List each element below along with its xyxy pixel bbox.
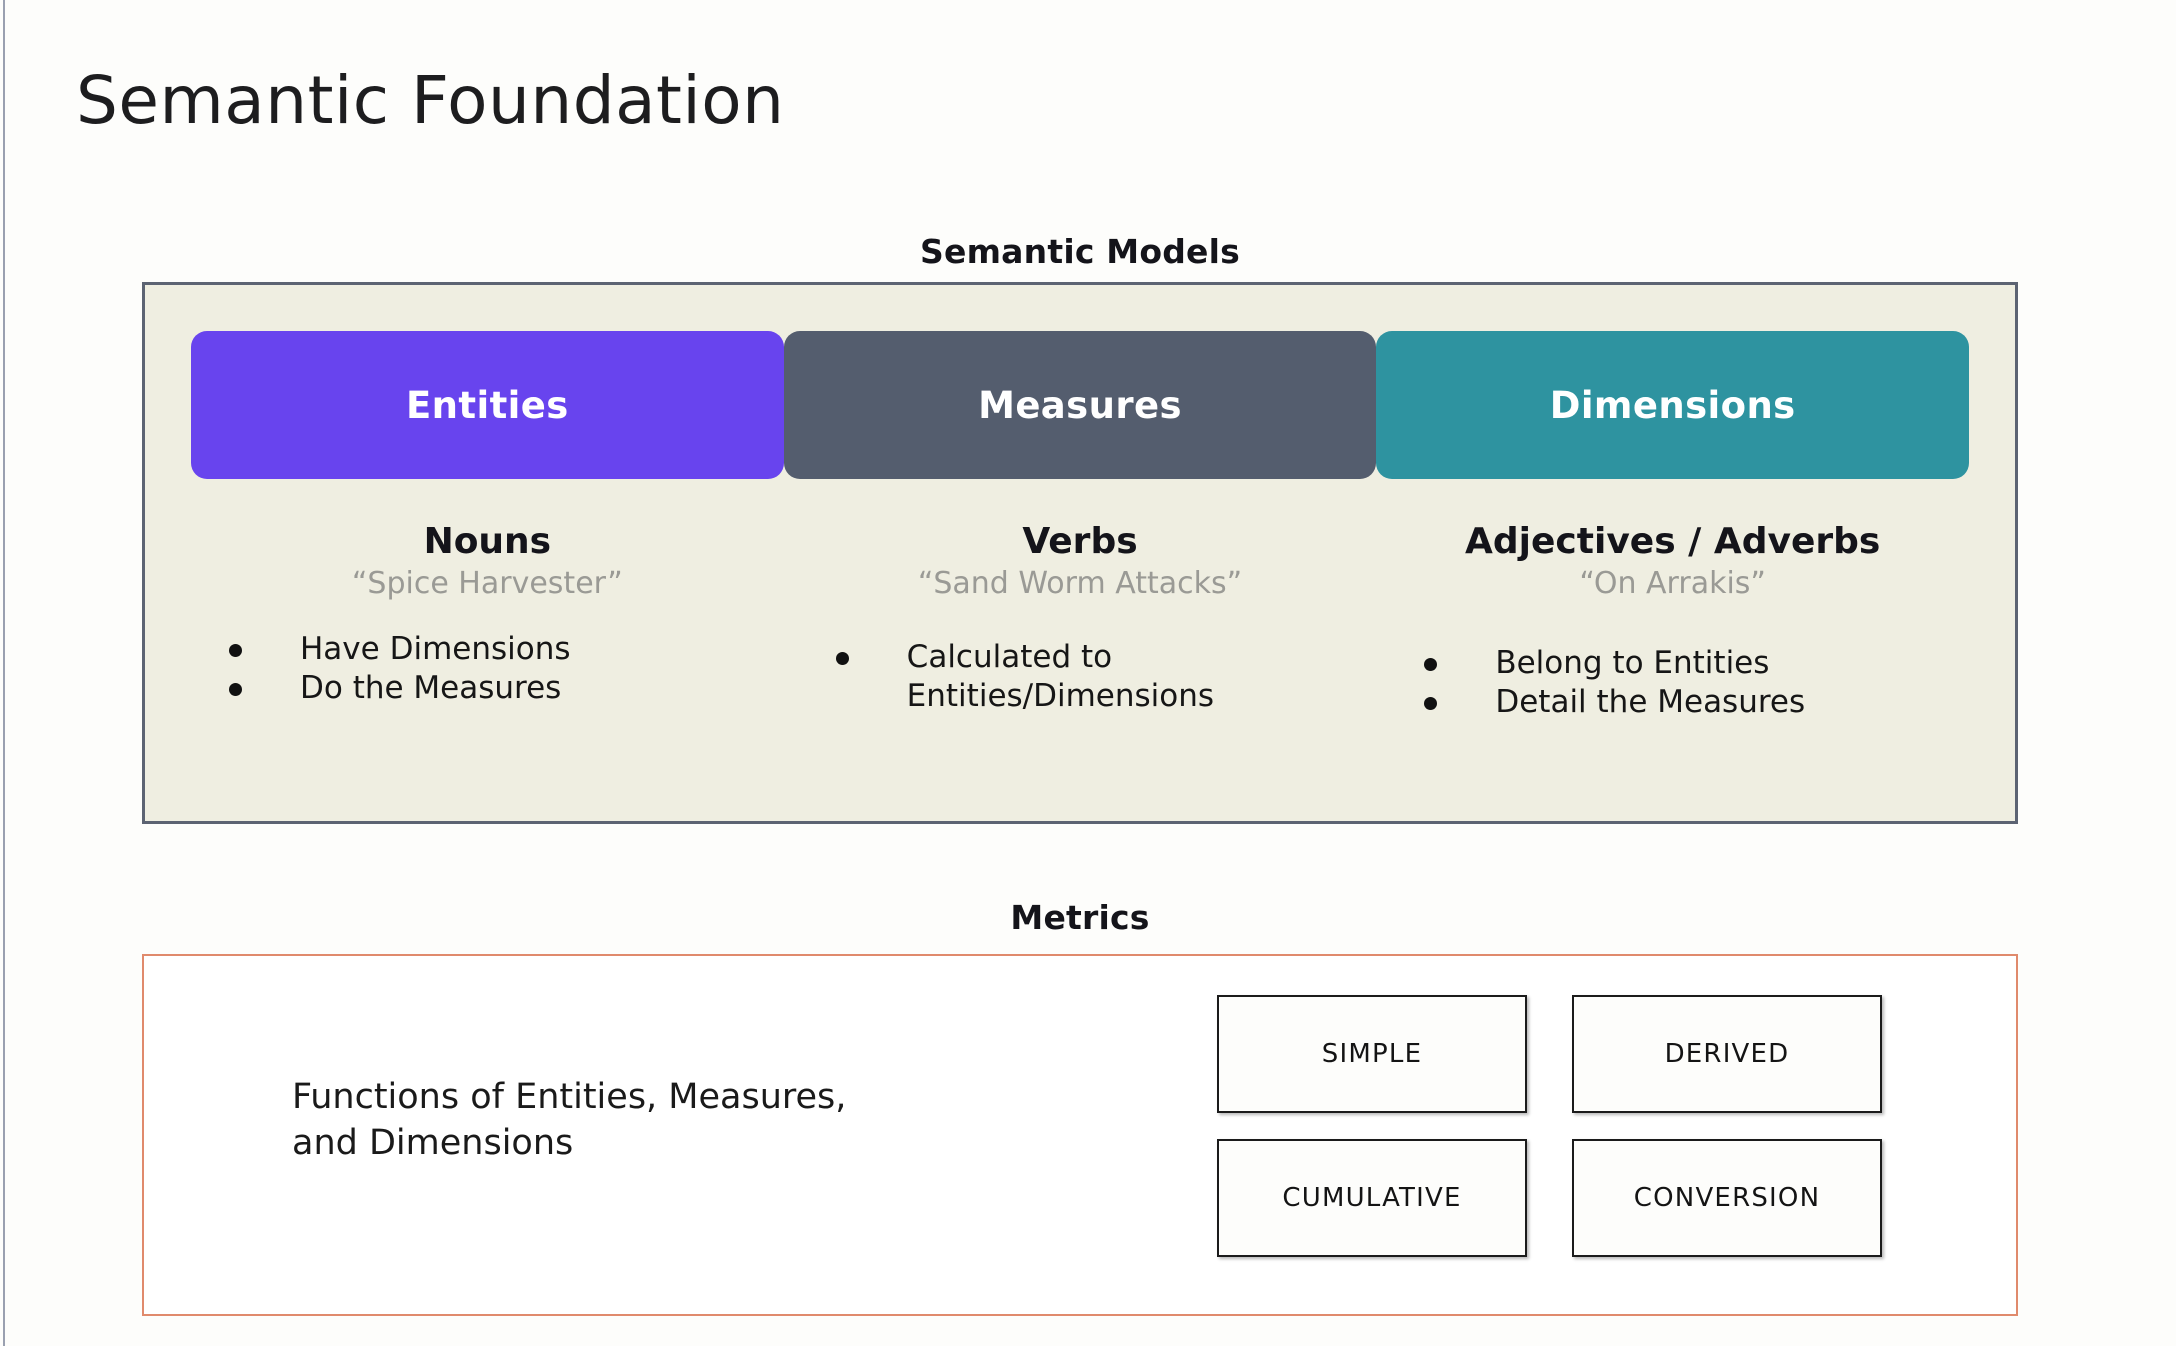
metric-type-simple[interactable]: SIMPLE bbox=[1217, 995, 1527, 1113]
semantic-model-column-entities: Entities Nouns “Spice Harvester” Have Di… bbox=[191, 331, 784, 821]
metrics-description: Functions of Entities, Measures, and Dim… bbox=[292, 1077, 847, 1164]
bullet-dot-icon bbox=[1424, 697, 1438, 711]
metric-type-derived[interactable]: DERIVED bbox=[1572, 995, 1882, 1113]
semantic-models-columns: Entities Nouns “Spice Harvester” Have Di… bbox=[145, 285, 2015, 821]
list-item: Do the Measures bbox=[229, 669, 561, 709]
list-item: Have Dimensions bbox=[229, 630, 571, 670]
semantic-models-panel: Entities Nouns “Spice Harvester” Have Di… bbox=[142, 282, 2018, 824]
entities-part-of-speech: Nouns bbox=[423, 521, 552, 562]
measures-pill[interactable]: Measures bbox=[783, 331, 1377, 479]
metric-type-conversion[interactable]: CONVERSION bbox=[1572, 1139, 1882, 1257]
measures-bullet-list: Calculated to Entities/Dimensions bbox=[784, 638, 1377, 717]
dimensions-part-of-speech: Adjectives / Adverbs bbox=[1465, 521, 1881, 562]
metrics-panel: Functions of Entities, Measures, and Dim… bbox=[142, 954, 2018, 1316]
dimensions-bullet-list: Belong to Entities Detail the Measures bbox=[1376, 644, 1969, 723]
entities-bullet-list: Have Dimensions Do the Measures bbox=[191, 630, 784, 709]
list-item: Belong to Entities bbox=[1424, 644, 1769, 684]
bullet-dot-icon bbox=[835, 651, 849, 665]
entities-example: “Spice Harvester” bbox=[351, 565, 623, 601]
semantic-model-column-measures: Measures Verbs “Sand Worm Attacks” Calcu… bbox=[783, 331, 1377, 821]
bullet-dot-icon bbox=[229, 683, 242, 697]
list-item: Detail the Measures bbox=[1424, 683, 1805, 723]
dimensions-pill[interactable]: Dimensions bbox=[1376, 331, 1970, 479]
dimensions-example: “On Arrakis” bbox=[1579, 565, 1766, 601]
entities-bullet-0: Have Dimensions bbox=[300, 630, 571, 667]
bullet-dot-icon bbox=[1424, 657, 1438, 671]
dimensions-bullet-0: Belong to Entities bbox=[1495, 644, 1770, 681]
measures-part-of-speech: Verbs bbox=[1022, 521, 1138, 562]
measures-example: “Sand Worm Attacks” bbox=[917, 565, 1243, 601]
entities-bullet-1: Do the Measures bbox=[300, 670, 562, 707]
list-item: Calculated to Entities/Dimensions bbox=[835, 638, 1215, 717]
dimensions-bullet-1: Detail the Measures bbox=[1495, 684, 1806, 721]
metrics-type-grid: SIMPLE DERIVED CUMULATIVE CONVERSION bbox=[1217, 995, 1882, 1257]
bullet-dot-icon bbox=[229, 643, 242, 657]
semantic-model-column-dimensions: Dimensions Adjectives / Adverbs “On Arra… bbox=[1376, 331, 1970, 821]
entities-pill[interactable]: Entities bbox=[191, 331, 784, 479]
metric-type-cumulative[interactable]: CUMULATIVE bbox=[1217, 1139, 1527, 1257]
left-edge-rule bbox=[3, 0, 5, 1346]
page-title: Semantic Foundation bbox=[76, 62, 785, 139]
semantic-models-heading: Semantic Models bbox=[920, 232, 1240, 271]
measures-bullet-0: Calculated to Entities/Dimensions bbox=[906, 638, 1215, 715]
metrics-heading: Metrics bbox=[1010, 898, 1150, 937]
